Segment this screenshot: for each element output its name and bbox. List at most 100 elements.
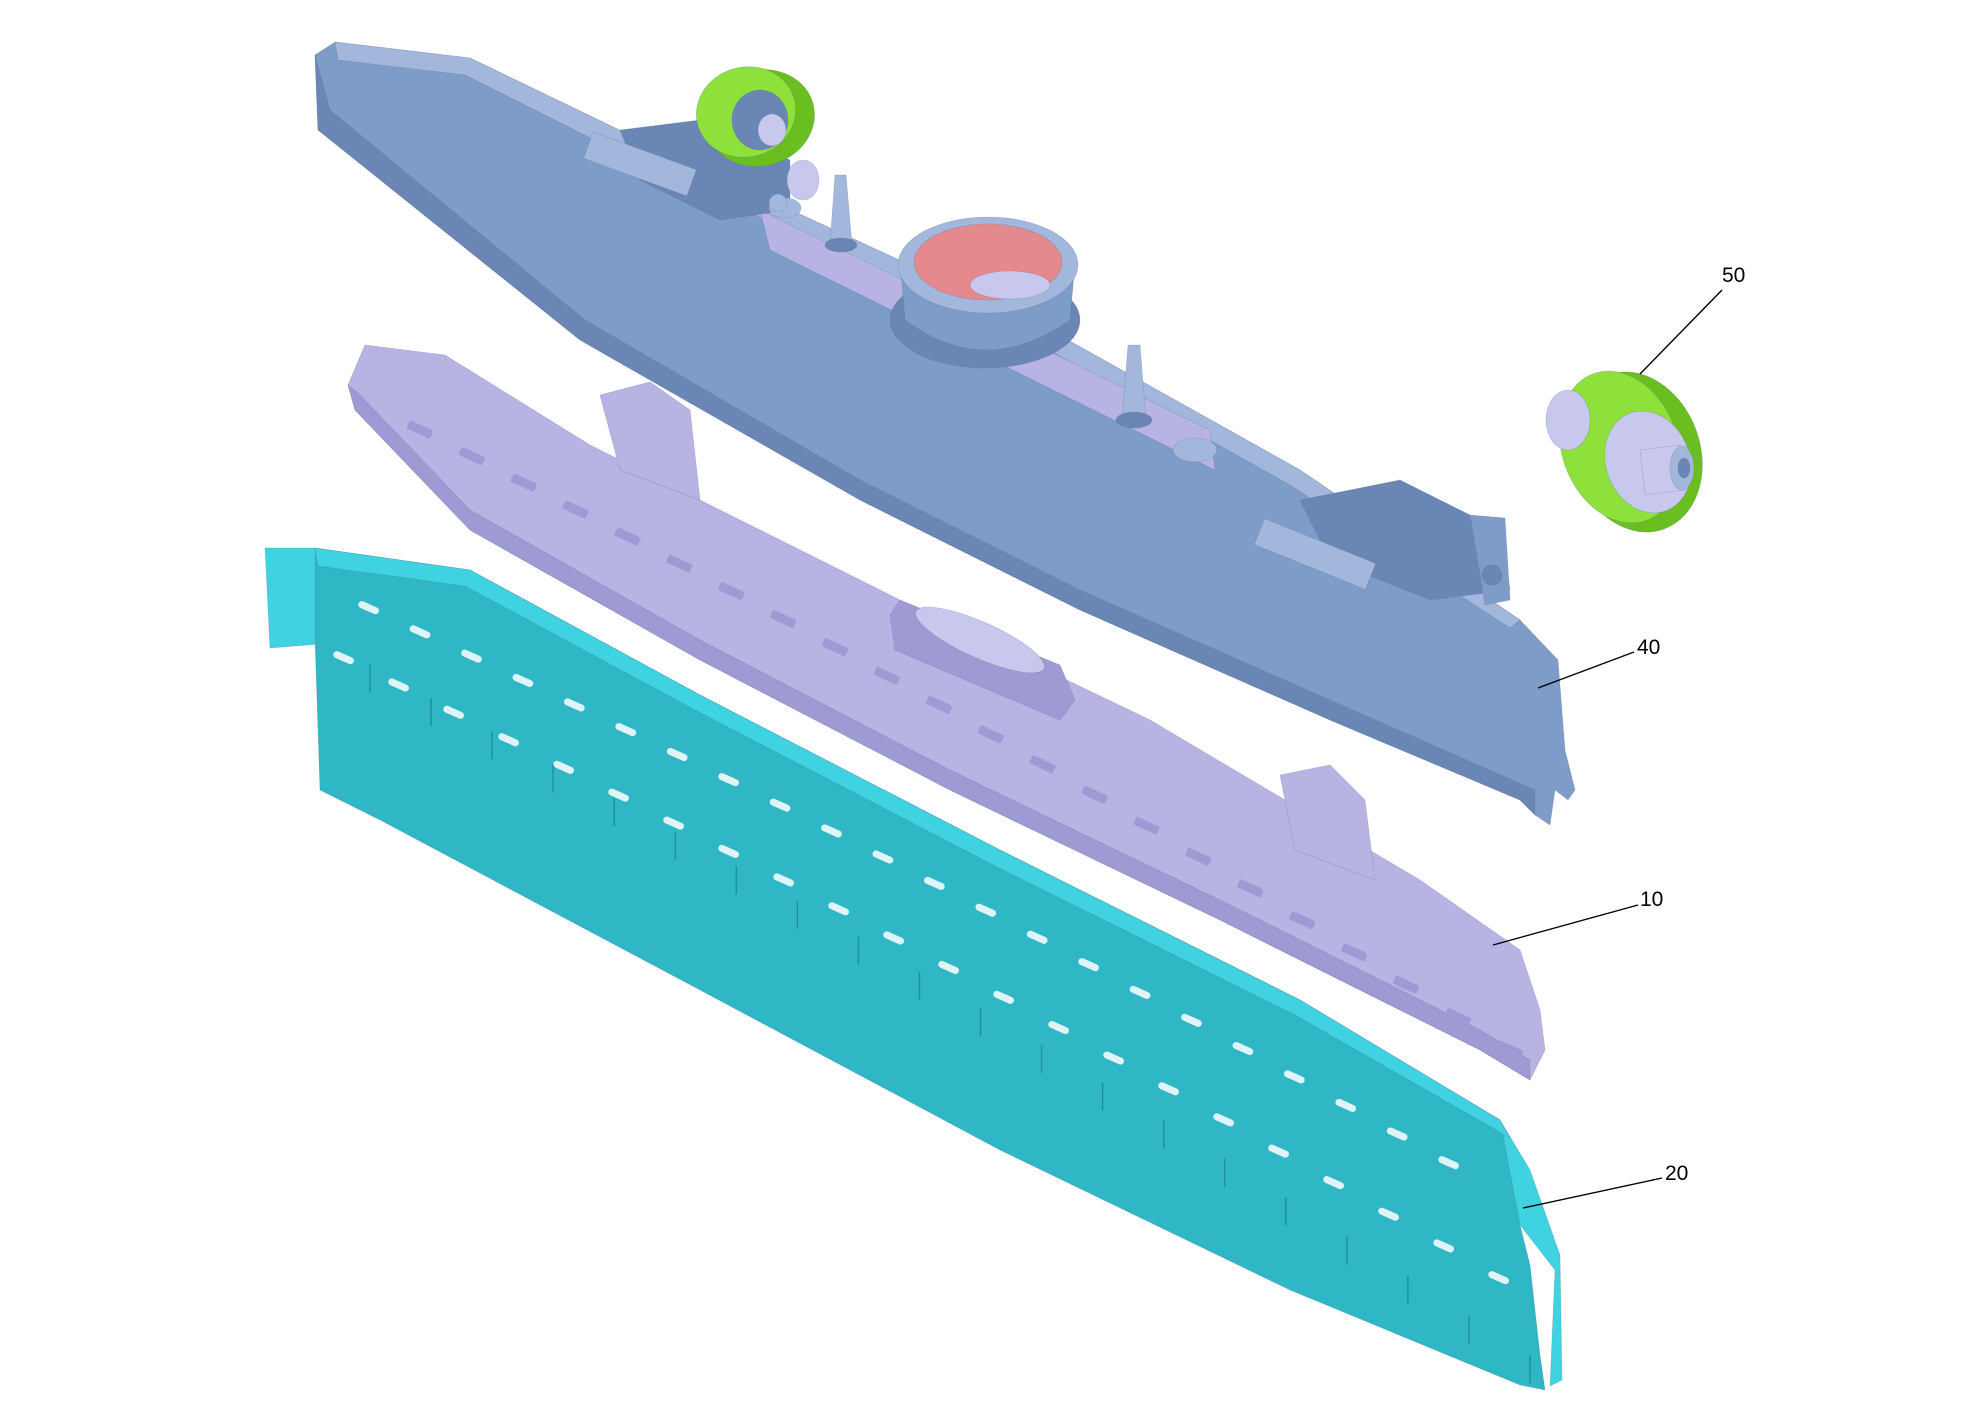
blade-slot — [1488, 1271, 1509, 1285]
callout-40: 40 — [1537, 636, 1660, 689]
holder-rib — [406, 420, 433, 439]
blade-top-edge — [314, 547, 1511, 1139]
holder-rib — [666, 554, 693, 573]
blade-slot — [938, 960, 959, 975]
blade-slot — [1026, 930, 1048, 944]
right-ear — [1469, 514, 1511, 606]
blade-slot — [1283, 1070, 1305, 1084]
holder-rib — [1237, 879, 1264, 898]
callouts: 50 40 10 20 — [1492, 264, 1745, 1209]
holder-rib — [822, 638, 849, 657]
wheel-part — [1545, 370, 1703, 533]
blade-slot — [773, 873, 794, 887]
left-screw — [768, 193, 788, 213]
right-ear-hole — [1481, 564, 1503, 586]
blade-slots — [333, 601, 1509, 1285]
holder-tab-left — [599, 381, 701, 501]
blade-slot — [333, 651, 354, 665]
holder-rib — [1393, 975, 1420, 994]
blade-slot — [461, 649, 482, 663]
squeegee-blade-part — [264, 547, 1563, 1391]
label-40: 40 — [1637, 636, 1660, 659]
leader-20 — [1522, 1177, 1663, 1209]
body-front-bevel — [314, 54, 1536, 816]
blade-slot — [1129, 985, 1151, 999]
blade-slot — [718, 844, 739, 858]
blade-slot — [498, 733, 519, 747]
pin-right-base — [1115, 411, 1153, 429]
blade-slot — [975, 903, 997, 917]
blade-slot — [1268, 1144, 1289, 1158]
blade-holder-part — [347, 344, 1546, 1081]
holder-tab-right — [1279, 764, 1376, 881]
suction-inlet — [889, 216, 1081, 369]
blade-slot — [663, 816, 684, 830]
callout-20: 20 — [1522, 1162, 1688, 1209]
holder-rib — [1341, 943, 1368, 962]
blade-slot — [1048, 1020, 1069, 1035]
wheel-axle-tip — [1677, 457, 1691, 479]
blade-slot — [1438, 1156, 1459, 1170]
blade-slot — [358, 601, 379, 615]
blade-slot — [1078, 958, 1099, 972]
blade-slot — [409, 625, 431, 639]
holder-center-slot — [915, 606, 1045, 674]
blade-slot — [608, 788, 629, 802]
blade-notches — [369, 665, 1531, 1383]
blade-slot — [1158, 1082, 1179, 1096]
blade-slot — [821, 824, 842, 838]
holder-rib — [925, 695, 952, 714]
blade-slot — [1433, 1239, 1454, 1253]
blade-slot — [1103, 1051, 1124, 1065]
blade-slot — [718, 773, 739, 787]
pin-right — [1121, 344, 1147, 421]
label-20: 20 — [1665, 1162, 1688, 1185]
leader-50 — [1639, 289, 1723, 375]
blade-slot — [1213, 1113, 1234, 1127]
holder-rib — [1444, 1008, 1472, 1026]
leader-40 — [1537, 651, 1635, 689]
right-slot — [1253, 518, 1377, 590]
squeegee-body-part — [314, 41, 1576, 826]
blade-slot — [1378, 1207, 1399, 1221]
holder-rib — [1029, 755, 1056, 774]
pin-left-base — [824, 237, 858, 253]
label-50: 50 — [1722, 264, 1745, 287]
holder-rib — [718, 582, 745, 600]
blade-slot — [615, 723, 637, 737]
blade-slot — [1323, 1176, 1344, 1190]
holder-ribs — [406, 420, 1523, 1059]
wheel-back-hub — [1545, 389, 1591, 451]
pin-left — [829, 174, 853, 246]
blade-slot — [512, 673, 534, 687]
blade-slot — [923, 876, 945, 890]
blade-slot — [883, 931, 904, 945]
blade-slot — [872, 850, 894, 864]
label-10: 10 — [1640, 888, 1663, 911]
holder-rib — [562, 500, 589, 519]
left-hub — [786, 159, 820, 201]
blade-slot — [769, 798, 791, 812]
blade-slot — [553, 760, 574, 774]
holder-rib — [1081, 785, 1108, 804]
holder-rib — [770, 610, 797, 628]
blade-slot — [1232, 1041, 1254, 1056]
leader-10 — [1492, 904, 1639, 946]
blade-slot — [563, 698, 585, 712]
mounted-wheel — [696, 66, 815, 167]
blade-slot — [1335, 1098, 1357, 1112]
holder-rib — [873, 666, 901, 685]
left-slot — [583, 131, 697, 197]
blade-slot — [443, 705, 464, 719]
holder-front-edge — [347, 384, 1531, 1081]
blade-slot — [828, 902, 849, 916]
holder-rib — [1185, 847, 1212, 866]
holder-rib — [1133, 816, 1160, 835]
holder-rib — [614, 527, 641, 546]
callout-10: 10 — [1492, 888, 1663, 946]
blade-slot — [1181, 1013, 1202, 1027]
holder-rib — [458, 447, 485, 466]
blade-slot — [1386, 1127, 1408, 1141]
